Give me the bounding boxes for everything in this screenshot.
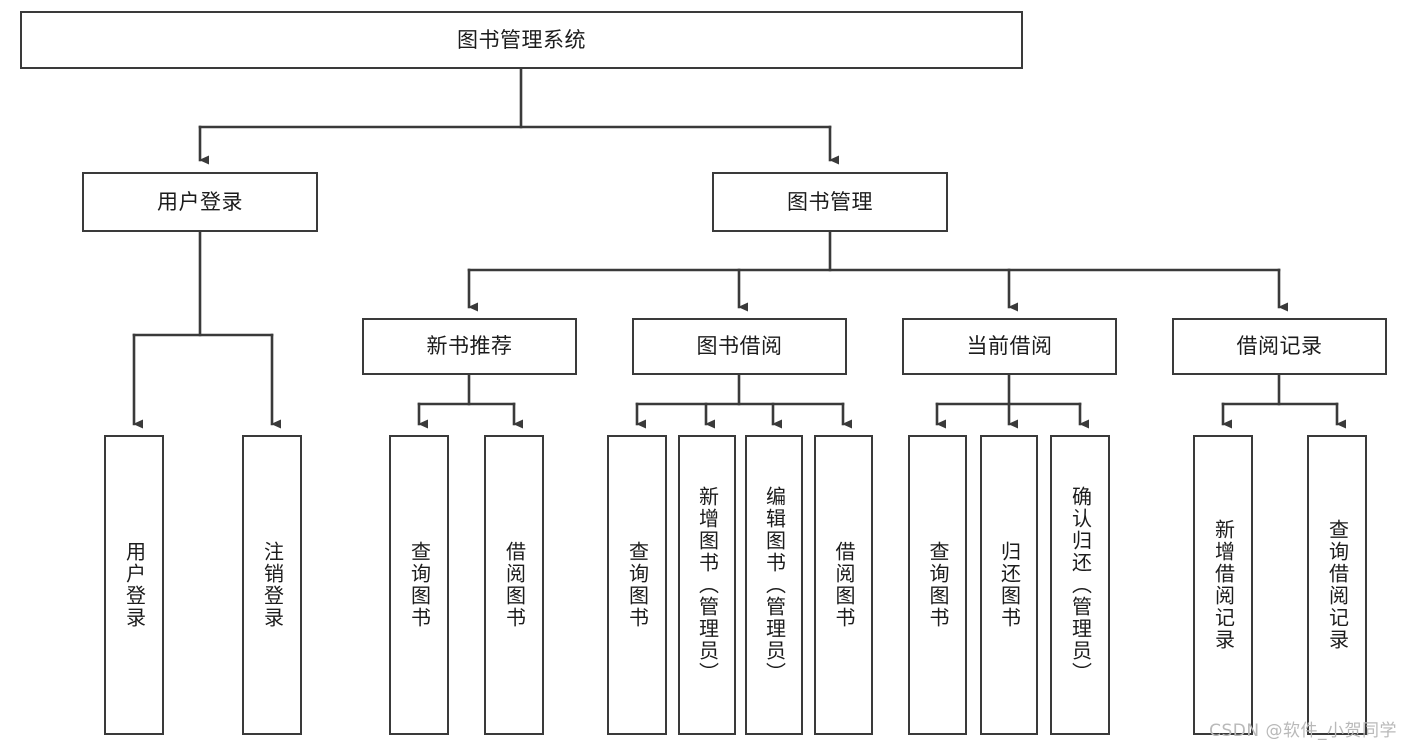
node-label: 用户登录: [157, 189, 243, 214]
node-label: 借阅记录: [1236, 334, 1323, 359]
node-label: 新书推荐: [426, 334, 513, 359]
node-current-borrow[interactable]: 当前借阅: [902, 318, 1117, 375]
node-label: 查询图书: [625, 541, 650, 629]
node-leaf-logout[interactable]: 注销登录: [242, 435, 302, 735]
node-label: 编辑图书（管理员）: [762, 486, 787, 684]
node-new-book-recommend[interactable]: 新书推荐: [362, 318, 577, 375]
node-label: 查询图书: [926, 541, 950, 629]
node-leaf-confirm-return-admin[interactable]: 确认归还（管理员）: [1050, 435, 1110, 735]
node-label: 归还图书: [997, 541, 1022, 629]
node-leaf-query-borrow-record[interactable]: 查询借阅记录: [1307, 435, 1367, 735]
node-leaf-user-login[interactable]: 用户登录: [104, 435, 164, 735]
node-book-borrow[interactable]: 图书借阅: [632, 318, 847, 375]
node-user-login[interactable]: 用户登录: [82, 172, 318, 232]
node-leaf-borrow-book-recommend[interactable]: 借阅图书: [484, 435, 544, 735]
node-label: 确认归还（管理员）: [1068, 486, 1093, 684]
node-leaf-query-book-current[interactable]: 查询图书: [908, 435, 967, 735]
node-label: 图书管理: [787, 189, 873, 214]
node-label: 注销登录: [260, 541, 285, 629]
node-leaf-return-book[interactable]: 归还图书: [980, 435, 1038, 735]
node-label: 借阅图书: [502, 541, 527, 629]
node-leaf-query-book-borrow[interactable]: 查询图书: [607, 435, 667, 735]
node-leaf-query-book-recommend[interactable]: 查询图书: [389, 435, 449, 735]
node-label: 当前借阅: [966, 334, 1053, 359]
node-leaf-add-borrow-record[interactable]: 新增借阅记录: [1193, 435, 1253, 735]
node-leaf-borrow-book[interactable]: 借阅图书: [814, 435, 873, 735]
node-label: 用户登录: [122, 541, 147, 629]
node-root-book-management-system[interactable]: 图书管理系统: [20, 11, 1023, 69]
node-book-management[interactable]: 图书管理: [712, 172, 948, 232]
node-leaf-edit-book-admin[interactable]: 编辑图书（管理员）: [745, 435, 803, 735]
node-label: 借阅图书: [832, 541, 856, 629]
node-leaf-add-book-admin[interactable]: 新增图书（管理员）: [678, 435, 736, 735]
node-label: 查询借阅记录: [1325, 519, 1350, 651]
node-label: 新增借阅记录: [1211, 519, 1236, 651]
node-label: 查询图书: [407, 541, 432, 629]
node-label: 新增图书（管理员）: [695, 486, 720, 684]
node-label: 图书管理系统: [457, 27, 586, 52]
node-borrow-record[interactable]: 借阅记录: [1172, 318, 1387, 375]
node-label: 图书借阅: [696, 334, 783, 359]
